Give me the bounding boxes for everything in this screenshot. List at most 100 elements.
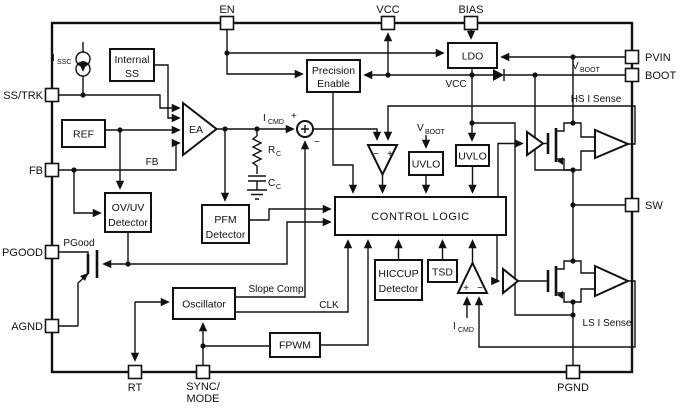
pfm-label2: Detector [206,229,246,241]
internal-ss-label2: SS [125,68,139,80]
internal-ss-block [109,48,155,82]
fpwm-block [269,332,321,358]
precision-enable-label2: Enable [317,78,350,90]
pin-sw [624,197,640,213]
clk-label: CLK [319,300,339,311]
pin-label-pgnd: PGND [557,382,589,394]
sum-plus-label: + [291,111,297,122]
pin-label-boot: BOOT [645,70,676,82]
pin-label-ss-trk: SS/TRK [3,90,43,102]
chip-outline [50,21,634,374]
ls-driver-icon [502,266,520,296]
fb-net-label: FB [146,157,159,168]
pin-label-fb: FB [29,165,43,177]
vcc-net-label: VCC [445,79,466,90]
ref-label: REF [73,129,94,141]
uvlo1-label: UVLO [412,159,441,171]
pin-label-agnd: AGND [11,321,43,333]
oscillator-label: Oscillator [182,299,226,311]
pfm-detector-block [201,204,250,244]
ls-comparator-icon [456,260,489,294]
pin-en [219,15,235,31]
pin-pgnd [565,364,581,380]
vboot-rail-sub: BOOT [580,67,601,74]
pin-label-sync2: MODE [187,393,220,405]
ls-minus-label: − [477,283,483,294]
pin-label-bias: BIAS [458,4,483,16]
pins [44,15,640,380]
pin-rt [127,364,143,380]
pin-label-pvin: PVIN [645,52,671,64]
uvlo1-block [408,151,444,176]
wires [58,29,636,366]
icmd2-sub: CMD [458,327,474,334]
hiccup-label2: Detector [379,283,419,295]
pin-boot [624,67,640,83]
cc-sub: C [276,184,281,191]
error-amplifier-icon [182,100,219,158]
pin-pgood [44,244,60,260]
pin-vcc [380,15,396,31]
pwm-comparator-icon [366,144,399,177]
pgood-net-label: PGood [63,238,94,249]
net-labels: I SSC I CMD R C C C FB PGood VCC V BOOT … [52,53,632,334]
control-logic-block [334,196,507,236]
pin-label-en: EN [219,4,234,16]
pfm-label1: PFM [214,214,236,226]
sum-minus-label: − [314,137,320,148]
ref-block [61,119,106,148]
pin-label-vcc: VCC [376,4,399,16]
ovuv-label2: Detector [108,217,148,229]
ea-label: EA [189,124,203,136]
cc-label: C [268,178,275,189]
pin-pvin [624,49,640,65]
control-logic-label: CONTROL LOGIC [371,211,469,223]
hs-sense-amp-icon [594,128,631,160]
vboot-rail-label: V [572,61,579,72]
blocks: Internal SS REF EA OV/UV Detector PFM De… [61,42,507,358]
pin-ss-trk [44,87,60,103]
ls-mosfet-icon [546,266,563,299]
issc-label: I [52,53,55,64]
hs-driver-icon [526,130,545,157]
pin-labels: EN VCC BIAS PVIN BOOT SW SS/TRK FB PGOOD… [2,4,676,405]
rc-label: R [268,145,275,156]
uvlo2-block [455,144,490,167]
tsd-block [427,259,458,283]
pwm-minus-label: − [373,149,379,160]
fpwm-label: FPWM [279,340,311,352]
pin-label-rt: RT [128,382,143,394]
ls-isense-label: LS I Sense [583,318,632,329]
pin-bias [463,15,479,31]
icmd-label: I [263,113,266,124]
junction-dots [71,50,576,349]
issc-sub: SSC [57,59,71,66]
icmd2-label: I [453,321,456,332]
pin-sync-mode [195,364,211,380]
ldo-label: LDO [462,51,484,63]
pin-agnd [44,318,60,334]
icmd-sub: CMD [268,119,284,126]
internal-ss-label1: Internal [114,54,149,66]
diode-icon [493,69,505,81]
rc-sub: C [276,151,281,158]
oscillator-block [172,287,236,320]
ovuv-label1: OV/UV [112,202,145,214]
pgood-mosfet-icon [80,250,99,281]
hs-mosfet-icon [546,128,563,165]
slope-comp-label: Slope Comp [248,284,303,295]
precision-enable-label1: Precision [312,65,355,77]
ls-sense-amp-icon [594,264,631,298]
vboot-uvlo-sub: BOOT [425,129,446,136]
ls-plus-label: + [463,283,469,294]
pwm-plus-label: + [387,149,393,160]
pin-fb [44,162,60,178]
vboot-uvlo-label: V [417,123,424,134]
pin-label-sw: SW [645,200,663,212]
hiccup-label1: HICCUP [378,268,418,280]
ovuv-detector-block [104,192,152,233]
pin-label-pgood: PGOOD [2,247,43,259]
pin-label-sync1: SYNC/ [186,381,221,393]
